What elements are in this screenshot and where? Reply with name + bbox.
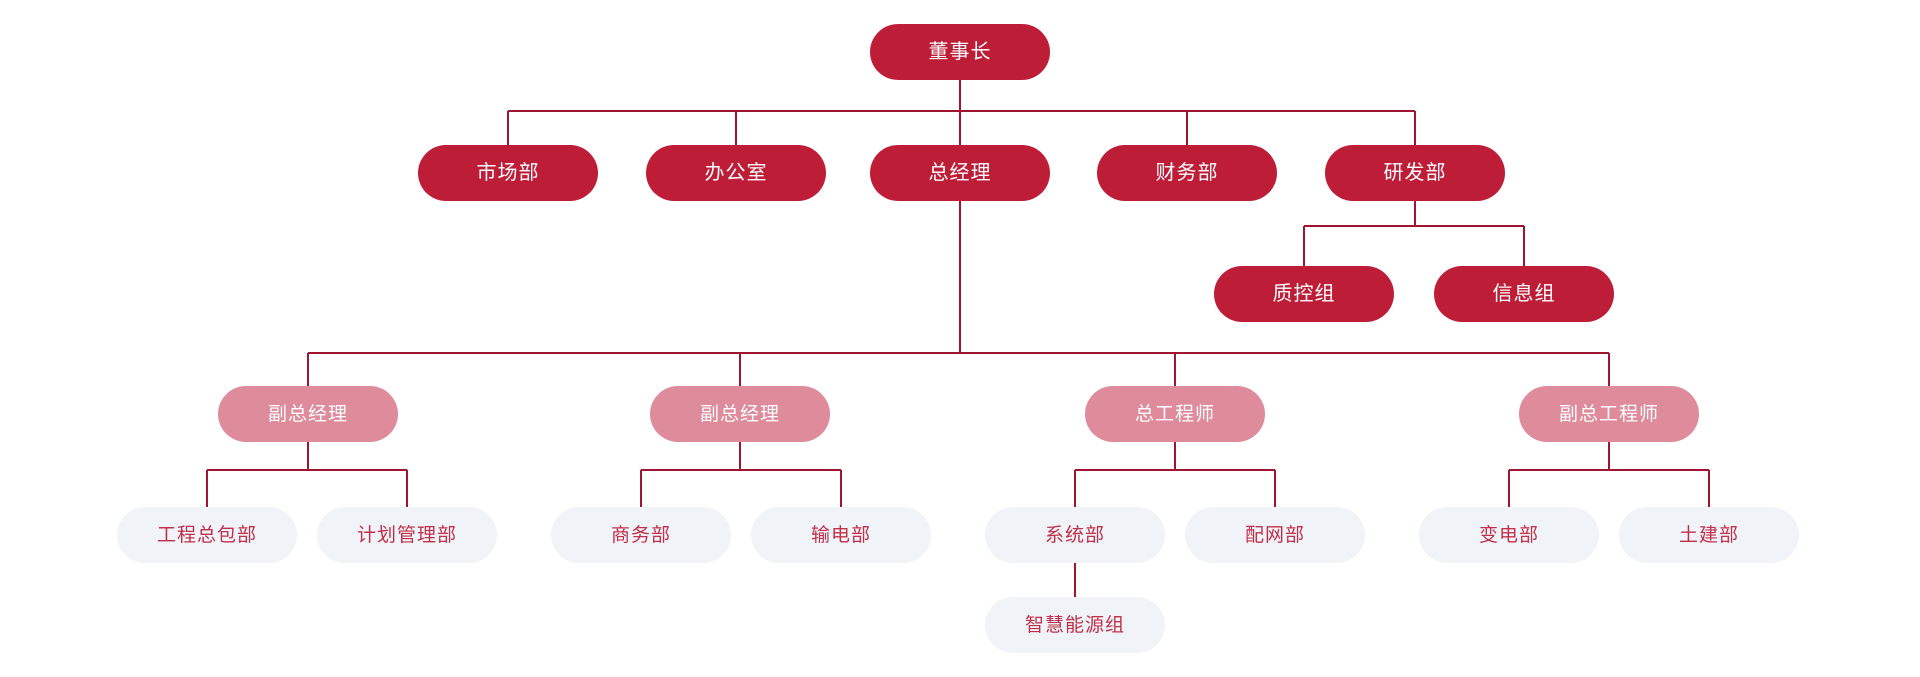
org-node-label: 研发部 bbox=[1383, 162, 1447, 184]
org-node-business-dept[interactable]: 商务部 bbox=[551, 507, 731, 563]
org-node-smart-energy[interactable]: 智慧能源组 bbox=[985, 597, 1165, 653]
org-node-rd[interactable]: 研发部 bbox=[1325, 145, 1505, 201]
org-node-substation[interactable]: 变电部 bbox=[1419, 507, 1599, 563]
org-node-chief-engineer[interactable]: 总工程师 bbox=[1085, 386, 1265, 442]
org-node-label: 质控组 bbox=[1272, 283, 1336, 305]
org-node-chairman[interactable]: 董事长 bbox=[870, 24, 1050, 80]
org-node-planning-dept[interactable]: 计划管理部 bbox=[317, 507, 497, 563]
org-node-label: 输电部 bbox=[810, 524, 871, 546]
org-node-marketing[interactable]: 市场部 bbox=[418, 145, 598, 201]
org-node-label: 财务部 bbox=[1155, 162, 1219, 184]
org-node-label: 智慧能源组 bbox=[1024, 614, 1125, 636]
org-node-deputy-gm-1[interactable]: 副总经理 bbox=[218, 386, 398, 442]
org-node-transmission[interactable]: 输电部 bbox=[751, 507, 931, 563]
org-node-label: 商务部 bbox=[610, 524, 671, 546]
org-node-deputy-chief-eng[interactable]: 副总工程师 bbox=[1519, 386, 1699, 442]
org-node-label: 变电部 bbox=[1478, 524, 1539, 546]
org-node-label: 总工程师 bbox=[1134, 403, 1215, 425]
org-node-label: 配网部 bbox=[1244, 524, 1305, 546]
org-node-label: 董事长 bbox=[928, 41, 992, 63]
org-node-label: 副总工程师 bbox=[1558, 403, 1659, 425]
org-node-label: 总经理 bbox=[928, 162, 992, 184]
org-node-epc-dept[interactable]: 工程总包部 bbox=[117, 507, 297, 563]
org-node-label: 市场部 bbox=[476, 162, 540, 184]
org-node-info-group[interactable]: 信息组 bbox=[1434, 266, 1614, 322]
org-node-label: 土建部 bbox=[1678, 524, 1739, 546]
org-node-label: 副总经理 bbox=[699, 403, 780, 425]
org-node-system-dept[interactable]: 系统部 bbox=[985, 507, 1165, 563]
org-node-distribution[interactable]: 配网部 bbox=[1185, 507, 1365, 563]
org-node-label: 计划管理部 bbox=[356, 524, 457, 546]
org-node-qc-group[interactable]: 质控组 bbox=[1214, 266, 1394, 322]
org-node-deputy-gm-2[interactable]: 副总经理 bbox=[650, 386, 830, 442]
org-node-label: 工程总包部 bbox=[156, 524, 257, 546]
org-node-general-manager[interactable]: 总经理 bbox=[870, 145, 1050, 201]
org-node-finance[interactable]: 财务部 bbox=[1097, 145, 1277, 201]
org-node-label: 办公室 bbox=[704, 162, 768, 184]
org-node-label: 系统部 bbox=[1044, 524, 1105, 546]
org-node-label: 副总经理 bbox=[267, 403, 348, 425]
org-node-office[interactable]: 办公室 bbox=[646, 145, 826, 201]
org-node-label: 信息组 bbox=[1492, 283, 1556, 305]
org-node-civil-dept[interactable]: 土建部 bbox=[1619, 507, 1799, 563]
